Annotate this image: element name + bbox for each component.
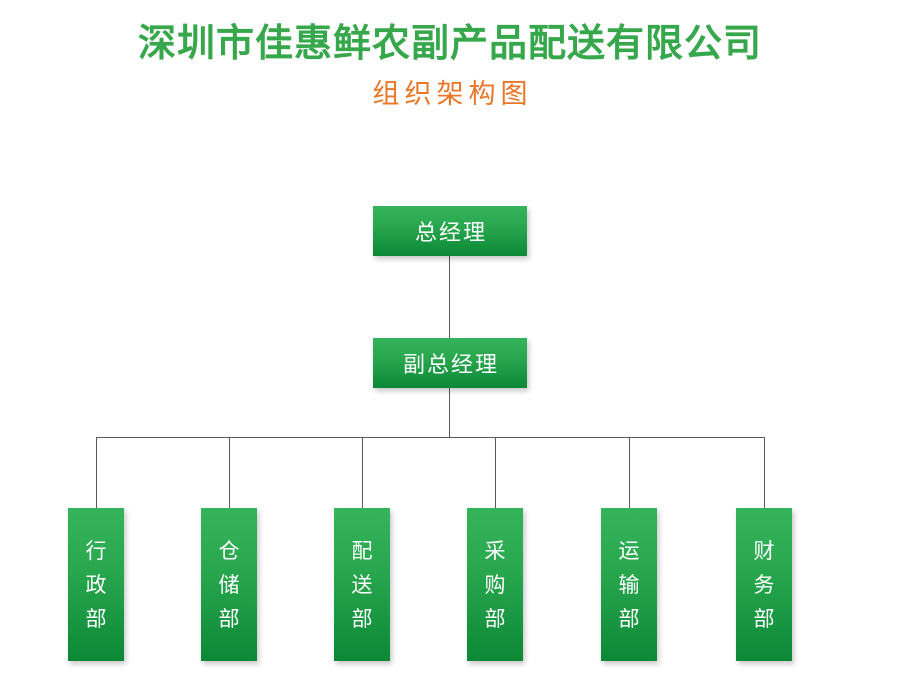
- node-label-char: 务: [753, 573, 775, 598]
- connector-deputy-to-bus: [449, 388, 450, 438]
- node-department-finance[interactable]: 财 务 部: [736, 508, 792, 661]
- node-label-char: 部: [753, 607, 775, 632]
- node-label-char: 购: [484, 573, 506, 598]
- node-label-char: 部: [218, 607, 240, 632]
- node-label-char: 送: [351, 573, 373, 598]
- connector-drop-dept-2: [229, 437, 230, 508]
- connector-drop-dept-4: [495, 437, 496, 508]
- node-label-char: 输: [618, 573, 640, 598]
- node-department-distribution[interactable]: 配 送 部: [334, 508, 390, 661]
- chart-subtitle: 组织架构图: [372, 78, 533, 110]
- node-general-manager[interactable]: 总经理: [373, 206, 527, 256]
- node-label-char: 财: [753, 539, 775, 563]
- node-label-vertical: 财 务 部: [754, 534, 775, 637]
- node-deputy-general-manager[interactable]: 副总经理: [373, 338, 527, 388]
- node-label-vertical: 采 购 部: [485, 534, 506, 637]
- node-label-vertical: 仓 储 部: [219, 534, 240, 637]
- title-block: 深圳市佳惠鲜农副产品配送有限公司 组织架构图: [0, 22, 900, 110]
- node-label-vertical: 配 送 部: [352, 534, 373, 637]
- node-department-warehousing[interactable]: 仓 储 部: [201, 508, 257, 661]
- node-label-char: 政: [85, 573, 107, 598]
- connector-drop-dept-1: [96, 437, 97, 508]
- company-title: 深圳市佳惠鲜农副产品配送有限公司: [137, 21, 762, 65]
- connector-drop-dept-6: [764, 437, 765, 508]
- node-label-char: 部: [484, 607, 506, 632]
- node-label-char: 部: [351, 607, 373, 632]
- node-label: 副总经理: [402, 353, 499, 378]
- node-department-administration[interactable]: 行 政 部: [68, 508, 124, 661]
- node-label-vertical: 行 政 部: [86, 534, 107, 637]
- connector-horizontal-bus: [96, 437, 765, 438]
- node-label-char: 配: [351, 539, 373, 563]
- node-department-procurement[interactable]: 采 购 部: [467, 508, 523, 661]
- connector-drop-dept-5: [629, 437, 630, 508]
- node-department-transport[interactable]: 运 输 部: [601, 508, 657, 661]
- node-label-vertical: 运 输 部: [619, 534, 640, 637]
- node-label-char: 仓: [218, 539, 240, 563]
- node-label-char: 行: [85, 539, 107, 563]
- connector-gm-to-deputy: [449, 256, 450, 338]
- node-label-char: 储: [218, 573, 240, 598]
- node-label-char: 采: [484, 539, 506, 563]
- node-label-char: 运: [618, 539, 640, 563]
- node-label: 总经理: [414, 221, 487, 246]
- connector-drop-dept-3: [362, 437, 363, 508]
- node-label-char: 部: [618, 607, 640, 632]
- node-label-char: 部: [85, 607, 107, 632]
